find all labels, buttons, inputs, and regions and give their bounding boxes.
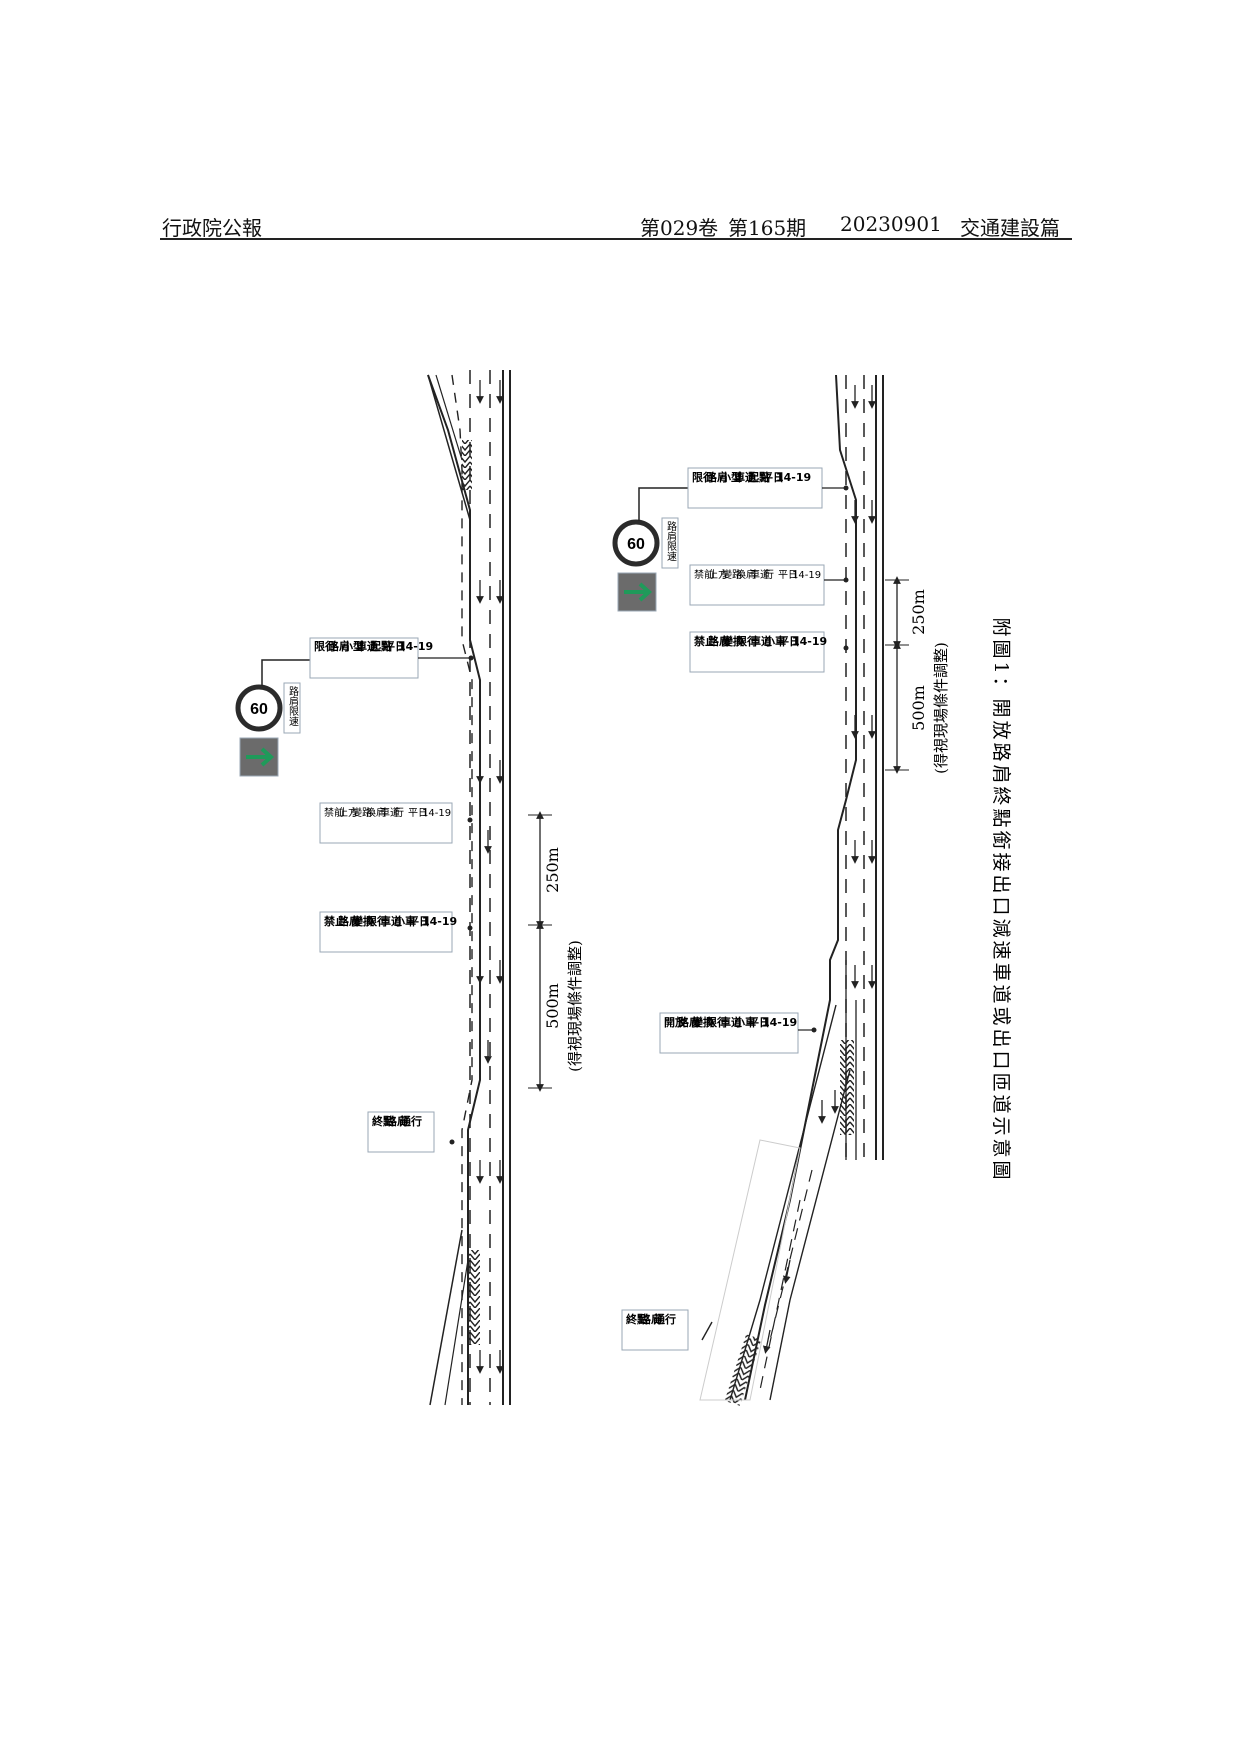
dist-500-b: 500m [909, 685, 928, 731]
sign-text-line: 小車 [763, 634, 786, 648]
sign-text-line: 平日 [408, 808, 428, 819]
sign-text-line: 14-19 [776, 471, 811, 484]
sign-text-line: 小車 [733, 1015, 756, 1029]
sign-text-line: 終點 [626, 1312, 648, 1326]
sign-text-line: 車道 [720, 1015, 742, 1029]
sign-text-line: 路肩 [640, 1312, 662, 1326]
sign-text-line: 行 [394, 806, 404, 819]
sign-text-line: 禁前 [694, 568, 714, 581]
sign-text-line: 起點 [369, 639, 392, 653]
speed-limit-sign-a [235, 684, 283, 732]
sign-text-line: 限行 [736, 634, 758, 648]
sign-text-line: 車道 [380, 914, 402, 928]
dist-250-b: 250m [909, 589, 928, 635]
sign-text-line: 平日 [384, 640, 406, 653]
sign-text-line: 路肩 [328, 639, 350, 653]
issue-number: 第165期 [728, 216, 807, 240]
sign-text-line: 換肩 [736, 568, 756, 581]
diagram-b: 60 路肩限速 限行路肩小型車通起點平日14-19 禁前止方變路換肩車道行平日1… [612, 374, 950, 1406]
sign-text-line: 禁止 [694, 634, 716, 648]
sign-text-line: 路肩 [386, 1114, 408, 1128]
svg-text:路肩限速: 路肩限速 [287, 685, 299, 726]
sign-text-line: 止方 [708, 568, 728, 581]
publication-name: 行政院公報 [162, 216, 262, 240]
sign-text-line: 平日 [762, 471, 784, 484]
sign-text-line: 14-19 [792, 570, 821, 581]
figure-caption: 附圖1：開放路肩終點銜接出口減速車道或出口匝道示意圖 [990, 617, 1012, 1182]
sign-text-line: 平日 [778, 635, 800, 648]
svg-text:60: 60 [627, 536, 645, 553]
diagram-a: 60 路肩限速 限行路肩小型車通起點平日14-19 禁前止方變路換肩車道行平日1… [235, 370, 584, 1406]
sign-text-line: 平日 [748, 1016, 770, 1029]
sign-text-line: 14-19 [792, 635, 827, 648]
sign-text-line: 開放 [664, 1015, 687, 1029]
sign-ban-front-b: 禁前止方變路換肩車道行平日14-19 [689, 564, 825, 606]
sign-text-line: 14-19 [422, 808, 451, 819]
section-name: 交通建設篇 [960, 216, 1060, 240]
sign-text-line: 禁止 [324, 914, 346, 928]
issue-date: 20230901 [840, 212, 942, 236]
volume-number: 第029卷 [640, 216, 719, 240]
svg-text:路肩限速: 路肩限速 [665, 520, 677, 561]
sign-text-line: 止方 [338, 806, 358, 819]
sign-text-line: 換肩 [366, 806, 386, 819]
sign-ban-front-a: 禁前止方變路換肩車道行平日14-19 [319, 802, 453, 844]
sign-text-line: 限行 [314, 639, 336, 653]
sign-text-line: 變路 [722, 568, 742, 581]
sign-text-line: 14-19 [398, 640, 433, 653]
sign-text-line: 限行 [692, 470, 714, 484]
sign-text-line: 小型 [341, 639, 364, 653]
sign-text-line: 限行 [706, 1015, 728, 1029]
sign-text-line: 小型 [719, 470, 742, 484]
sign-text-line: 車通 [356, 639, 378, 653]
sign-text-line: 14-19 [422, 915, 457, 928]
sign-text-line: 車道 [750, 634, 772, 648]
sign-text-line: 通行 [654, 1312, 676, 1326]
sign-text-line: 路肩 [678, 1015, 700, 1029]
sign-text-line: 路肩 [708, 634, 730, 648]
sign-text-line: 車道 [380, 806, 400, 819]
sign-text-line: 起點 [747, 470, 770, 484]
sign-text-line: 路肩 [338, 914, 360, 928]
sign-text-line: 小車 [393, 914, 416, 928]
dist-note-b: (得視現場條件調整) [932, 642, 950, 774]
sign-text-line: 變換 [692, 1015, 715, 1029]
dist-note-a: (得視現場條件調整) [566, 940, 584, 1072]
sign-text-line: 車道 [750, 568, 770, 581]
sign-text-line: 變換 [722, 634, 745, 648]
dist-500-a: 500m [543, 983, 562, 1029]
sign-text-line: 平日 [408, 915, 430, 928]
sign-text-line: 限行 [366, 914, 388, 928]
sign-text-line: 路肩 [706, 470, 728, 484]
header-rule [160, 238, 1072, 240]
svg-text:60: 60 [250, 701, 268, 718]
sign-text-line: 終點 [372, 1114, 394, 1128]
sign-text-line: 車通 [734, 470, 756, 484]
sign-text-line: 平日 [778, 570, 798, 581]
sign-text-line: 變換 [352, 914, 375, 928]
sign-text-line: 變路 [352, 806, 372, 819]
speed-limit-sign-b [612, 519, 660, 567]
sign-text-line: 通行 [400, 1114, 422, 1128]
sign-text-line: 行 [764, 568, 774, 581]
dist-250-a: 250m [543, 847, 562, 893]
sign-text-line: 禁前 [324, 806, 344, 819]
sign-text-line: 14-19 [762, 1016, 797, 1029]
